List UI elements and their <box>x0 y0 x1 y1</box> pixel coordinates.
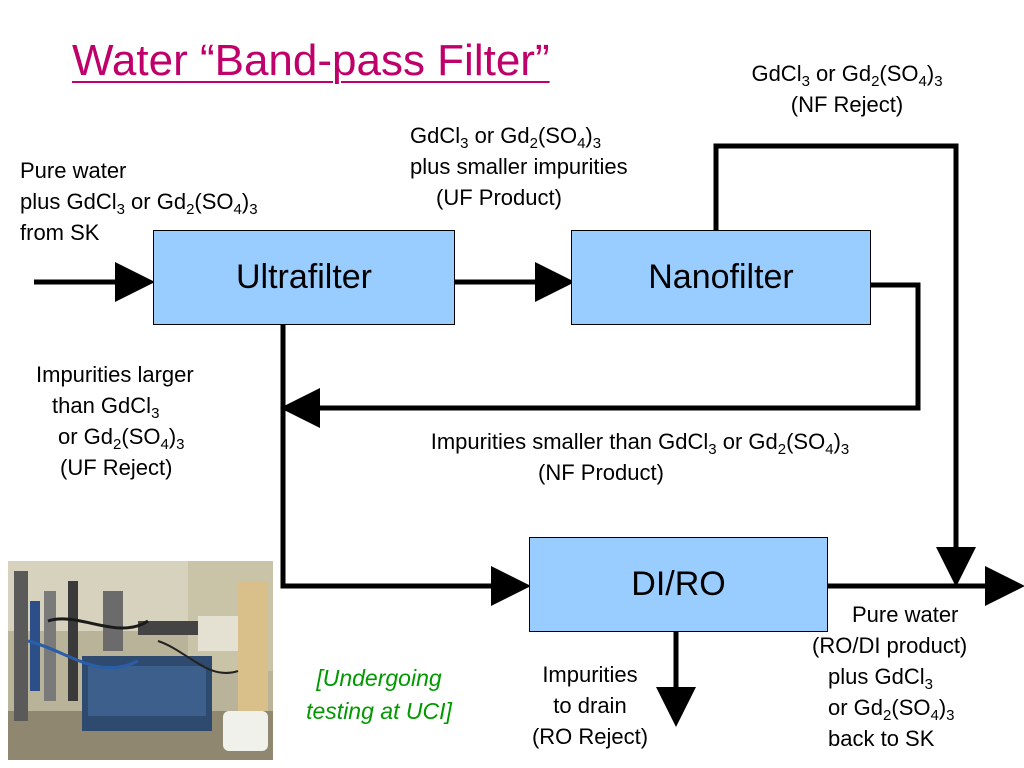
output-line4: or Gd2(SO4)3 <box>828 695 955 724</box>
nanofilter-box: Nanofilter <box>571 230 871 325</box>
uf-reject-line <box>280 325 531 606</box>
uf-reject-label: Impurities larger than GdCl3 or Gd2(SO4)… <box>36 359 194 483</box>
nf-reject-line2: (NF Reject) <box>790 92 904 117</box>
lab-equipment-image <box>8 561 273 760</box>
ro-reject-label: Impurities to drain (RO Reject) <box>510 659 670 752</box>
uf-reject-line3: or Gd2(SO4)3 <box>58 424 185 453</box>
nf-reject-line <box>713 143 976 587</box>
uf-product-line3: (UF Product) <box>436 185 562 210</box>
nf-product-line1: Impurities smaller than GdCl3 or Gd2(SO4… <box>430 429 850 458</box>
uf-product-label: GdCl3 or Gd2(SO4)3 plus smaller impuriti… <box>410 120 628 213</box>
input-label: Pure water plus GdCl3 or Gd2(SO4)3 from … <box>20 155 258 248</box>
output-line3: plus GdCl3 <box>828 664 933 693</box>
output-line2: (RO/DI product) <box>812 633 968 658</box>
nf-reject-line1: GdCl3 or Gd2(SO4)3 <box>751 61 943 90</box>
ultrafilter-box: Ultrafilter <box>153 230 455 325</box>
uf-product-line2: plus smaller impurities <box>410 154 628 179</box>
testing-note: [Undergoing testing at UCI] <box>284 662 474 728</box>
input-line3: from SK <box>20 220 100 245</box>
uf-product-line1: GdCl3 or Gd2(SO4)3 <box>410 123 602 152</box>
nf-product-label: Impurities smaller than GdCl3 or Gd2(SO4… <box>360 426 920 488</box>
uf-reject-line4: (UF Reject) <box>60 455 173 480</box>
testing-note-line2: testing at UCI] <box>306 698 452 724</box>
ro-reject-line1: Impurities <box>542 662 638 687</box>
nf-product-line2: (NF Product) <box>538 460 664 485</box>
uf-reject-line2: than GdCl3 <box>52 393 160 422</box>
ro-reject-line2: to drain <box>553 693 627 718</box>
input-line1: Pure water <box>20 158 127 183</box>
testing-note-line1: [Undergoing <box>316 665 442 691</box>
output-line5: back to SK <box>828 726 935 751</box>
nanofilter-label: Nanofilter <box>648 258 794 296</box>
output-line1: Pure water <box>852 602 959 627</box>
uf-reject-line1: Impurities larger <box>36 362 194 387</box>
output-label: Pure water (RO/DI product) plus GdCl3 or… <box>812 599 967 754</box>
nf-product-line <box>280 282 921 428</box>
nf-reject-label: GdCl3 or Gd2(SO4)3 (NF Reject) <box>722 58 972 120</box>
page-title: Water “Band-pass Filter” <box>72 36 550 85</box>
ro-reject-line3: (RO Reject) <box>531 724 649 749</box>
lab-photo <box>8 561 273 760</box>
diro-box: DI/RO <box>529 537 828 632</box>
diro-label: DI/RO <box>631 565 726 603</box>
ultrafilter-label: Ultrafilter <box>235 258 373 296</box>
input-line2: plus GdCl3 or Gd2(SO4)3 <box>20 189 258 218</box>
